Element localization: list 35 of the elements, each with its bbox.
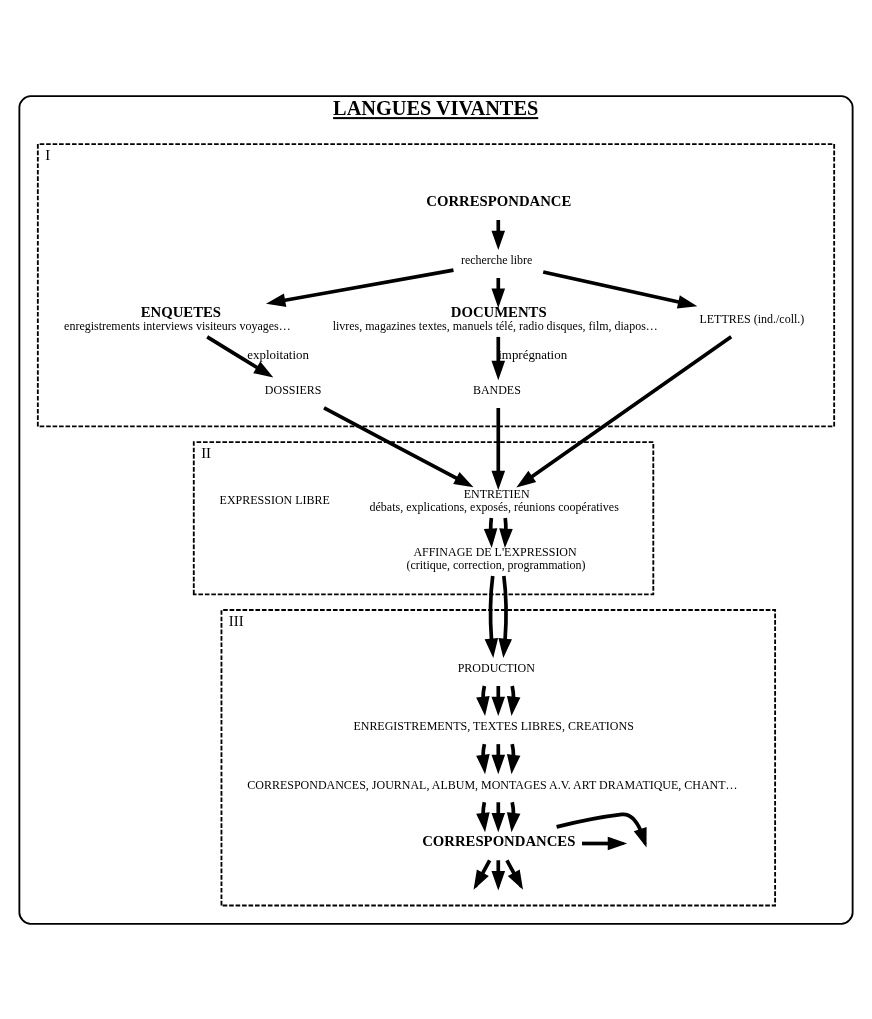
arrow — [491, 801, 506, 832]
node-text: CORRESPONDANCES, JOURNAL, ALBUM, MONTAGES A.V. ART DRAMATIQUE, CHANT… — [247, 777, 738, 791]
node-text: ENREGISTREMENTS, TEXTES LIBRES, CREATIONS — [353, 718, 634, 733]
arrow — [491, 336, 506, 380]
arrow — [491, 685, 506, 716]
node-text: LETTRES (ind./coll.) — [699, 311, 805, 326]
arrow — [542, 269, 698, 309]
arrow — [323, 405, 474, 487]
node-text: DOSSIERS — [264, 382, 322, 397]
node-text: CORRESPONDANCES — [422, 832, 576, 849]
arrow — [476, 685, 490, 716]
arrow — [476, 743, 490, 774]
node-text: CORRESPONDANCE — [426, 192, 572, 209]
arrow — [491, 743, 506, 774]
arrow — [483, 517, 498, 548]
node-text: ENQUETES enregistrements interviews visiteurs voyages… — [64, 303, 291, 333]
node-text: AFFINAGE DE L'EXPRESSION (critique, correction, programmation) — [406, 544, 586, 572]
arrow — [499, 517, 513, 548]
node-text: PRODUCTION — [457, 660, 535, 675]
node-text: DOCUMENTS livres, magazines textes, manuels télé, radio disques, film, diapos… — [332, 303, 658, 333]
arrow — [516, 334, 733, 488]
arrow — [484, 575, 499, 658]
arrow — [498, 575, 512, 658]
edge-label: exploitation — [247, 346, 309, 362]
node-text: recherche libre — [460, 252, 533, 267]
node-text: ENTRETIEN débats, explications, exposés, réunions coopératives — [369, 486, 619, 514]
arrow — [206, 334, 274, 378]
edge-label: imprégnation — [498, 346, 568, 362]
arrow — [491, 407, 506, 490]
arrow — [266, 267, 454, 307]
arrow — [491, 277, 506, 308]
arrow — [491, 219, 506, 250]
node-text: BANDES — [472, 382, 521, 397]
arrow — [491, 859, 506, 891]
node-text: EXPRESSION LIBRE — [219, 492, 330, 507]
